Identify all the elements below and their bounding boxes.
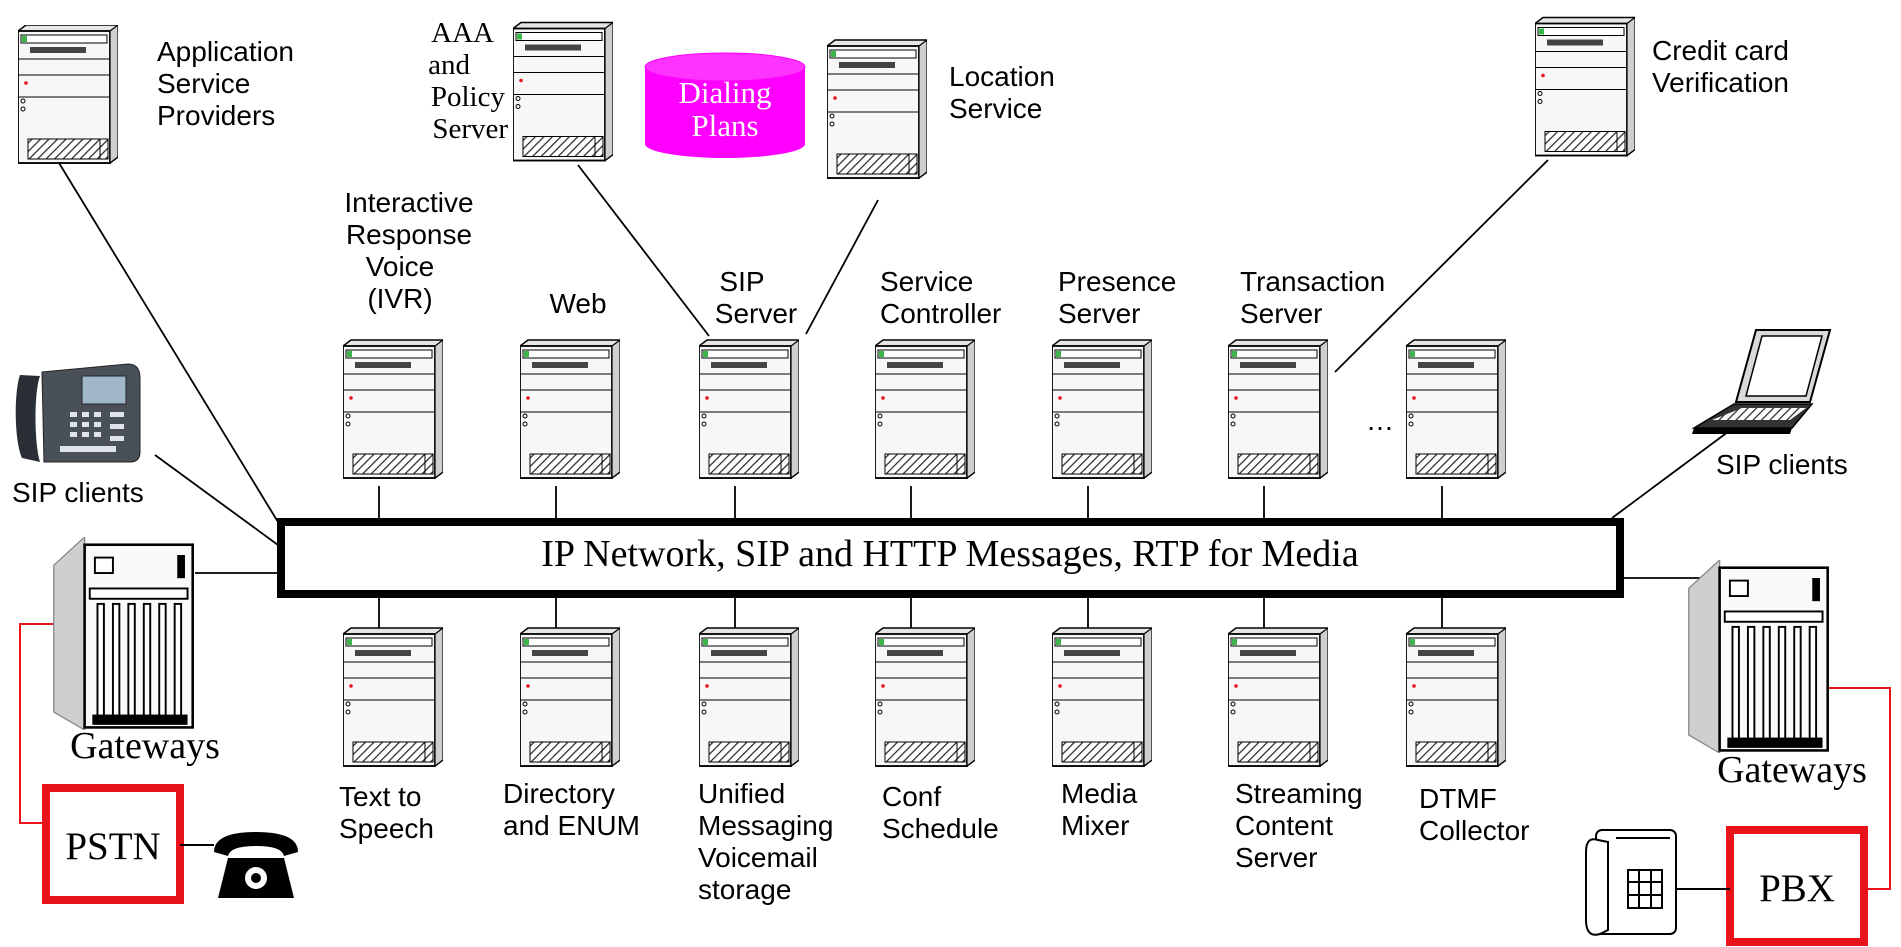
- gateway-right-icon: [1688, 560, 1829, 753]
- media-mixer-icon: [1052, 627, 1152, 767]
- gateways-right-label: Gateways: [1717, 749, 1867, 791]
- service-controller-icon: [875, 339, 975, 479]
- connector-lines: [44, 139, 1741, 630]
- directory-enum-icon: [520, 627, 620, 767]
- pbx-box: PBX: [1726, 826, 1868, 946]
- web-server-icon: [520, 339, 620, 479]
- bus-label: IP Network, SIP and HTTP Messages, RTP f…: [541, 533, 1359, 575]
- telephone-icon: [180, 832, 298, 898]
- dtmf-collector-icon: [1406, 627, 1506, 767]
- presence-server-icon: [1052, 339, 1152, 479]
- streaming-content-icon: [1228, 627, 1328, 767]
- unified-messaging-icon: [699, 627, 799, 767]
- ip-phone-icon: [15, 363, 141, 463]
- svg-text:PBX: PBX: [1759, 867, 1835, 910]
- dialing-plans-line2: Plans: [691, 108, 758, 143]
- web-label: Web: [549, 288, 606, 319]
- transaction-server-icon: [1228, 339, 1328, 479]
- asp-server-icon: [18, 25, 118, 164]
- svg-text:PSTN: PSTN: [65, 825, 160, 868]
- sip-clients-right-label: SIP clients: [1716, 449, 1848, 480]
- text-to-speech-icon: [343, 627, 443, 767]
- sip-clients-left-label: SIP clients: [12, 477, 144, 508]
- gateways-left-label: Gateways: [70, 725, 220, 767]
- more-servers-ellipsis: …: [1366, 405, 1394, 436]
- dialing-plans-line1: Dialing: [679, 75, 772, 110]
- dialing-plans-database: Dialing Plans: [644, 52, 806, 158]
- bottom-server-row: [343, 627, 1506, 767]
- conf-schedule-icon: [875, 627, 975, 767]
- location-server-icon: [827, 39, 927, 179]
- ivr-server-icon: [343, 339, 443, 479]
- extra-server-icon: [1406, 339, 1506, 479]
- sip-server-icon: [699, 339, 799, 479]
- ip-network-bus: IP Network, SIP and HTTP Messages, RTP f…: [277, 518, 1624, 598]
- desk-phone-icon: [1585, 829, 1730, 936]
- gateway-left-icon: [53, 537, 194, 730]
- pstn-box: PSTN: [42, 784, 184, 904]
- credit-server-icon: [1535, 16, 1635, 157]
- top-server-row: [343, 339, 1506, 479]
- laptop-icon: [1691, 329, 1832, 434]
- aaa-server-icon: [513, 21, 613, 162]
- pstn-links: [19, 623, 1891, 890]
